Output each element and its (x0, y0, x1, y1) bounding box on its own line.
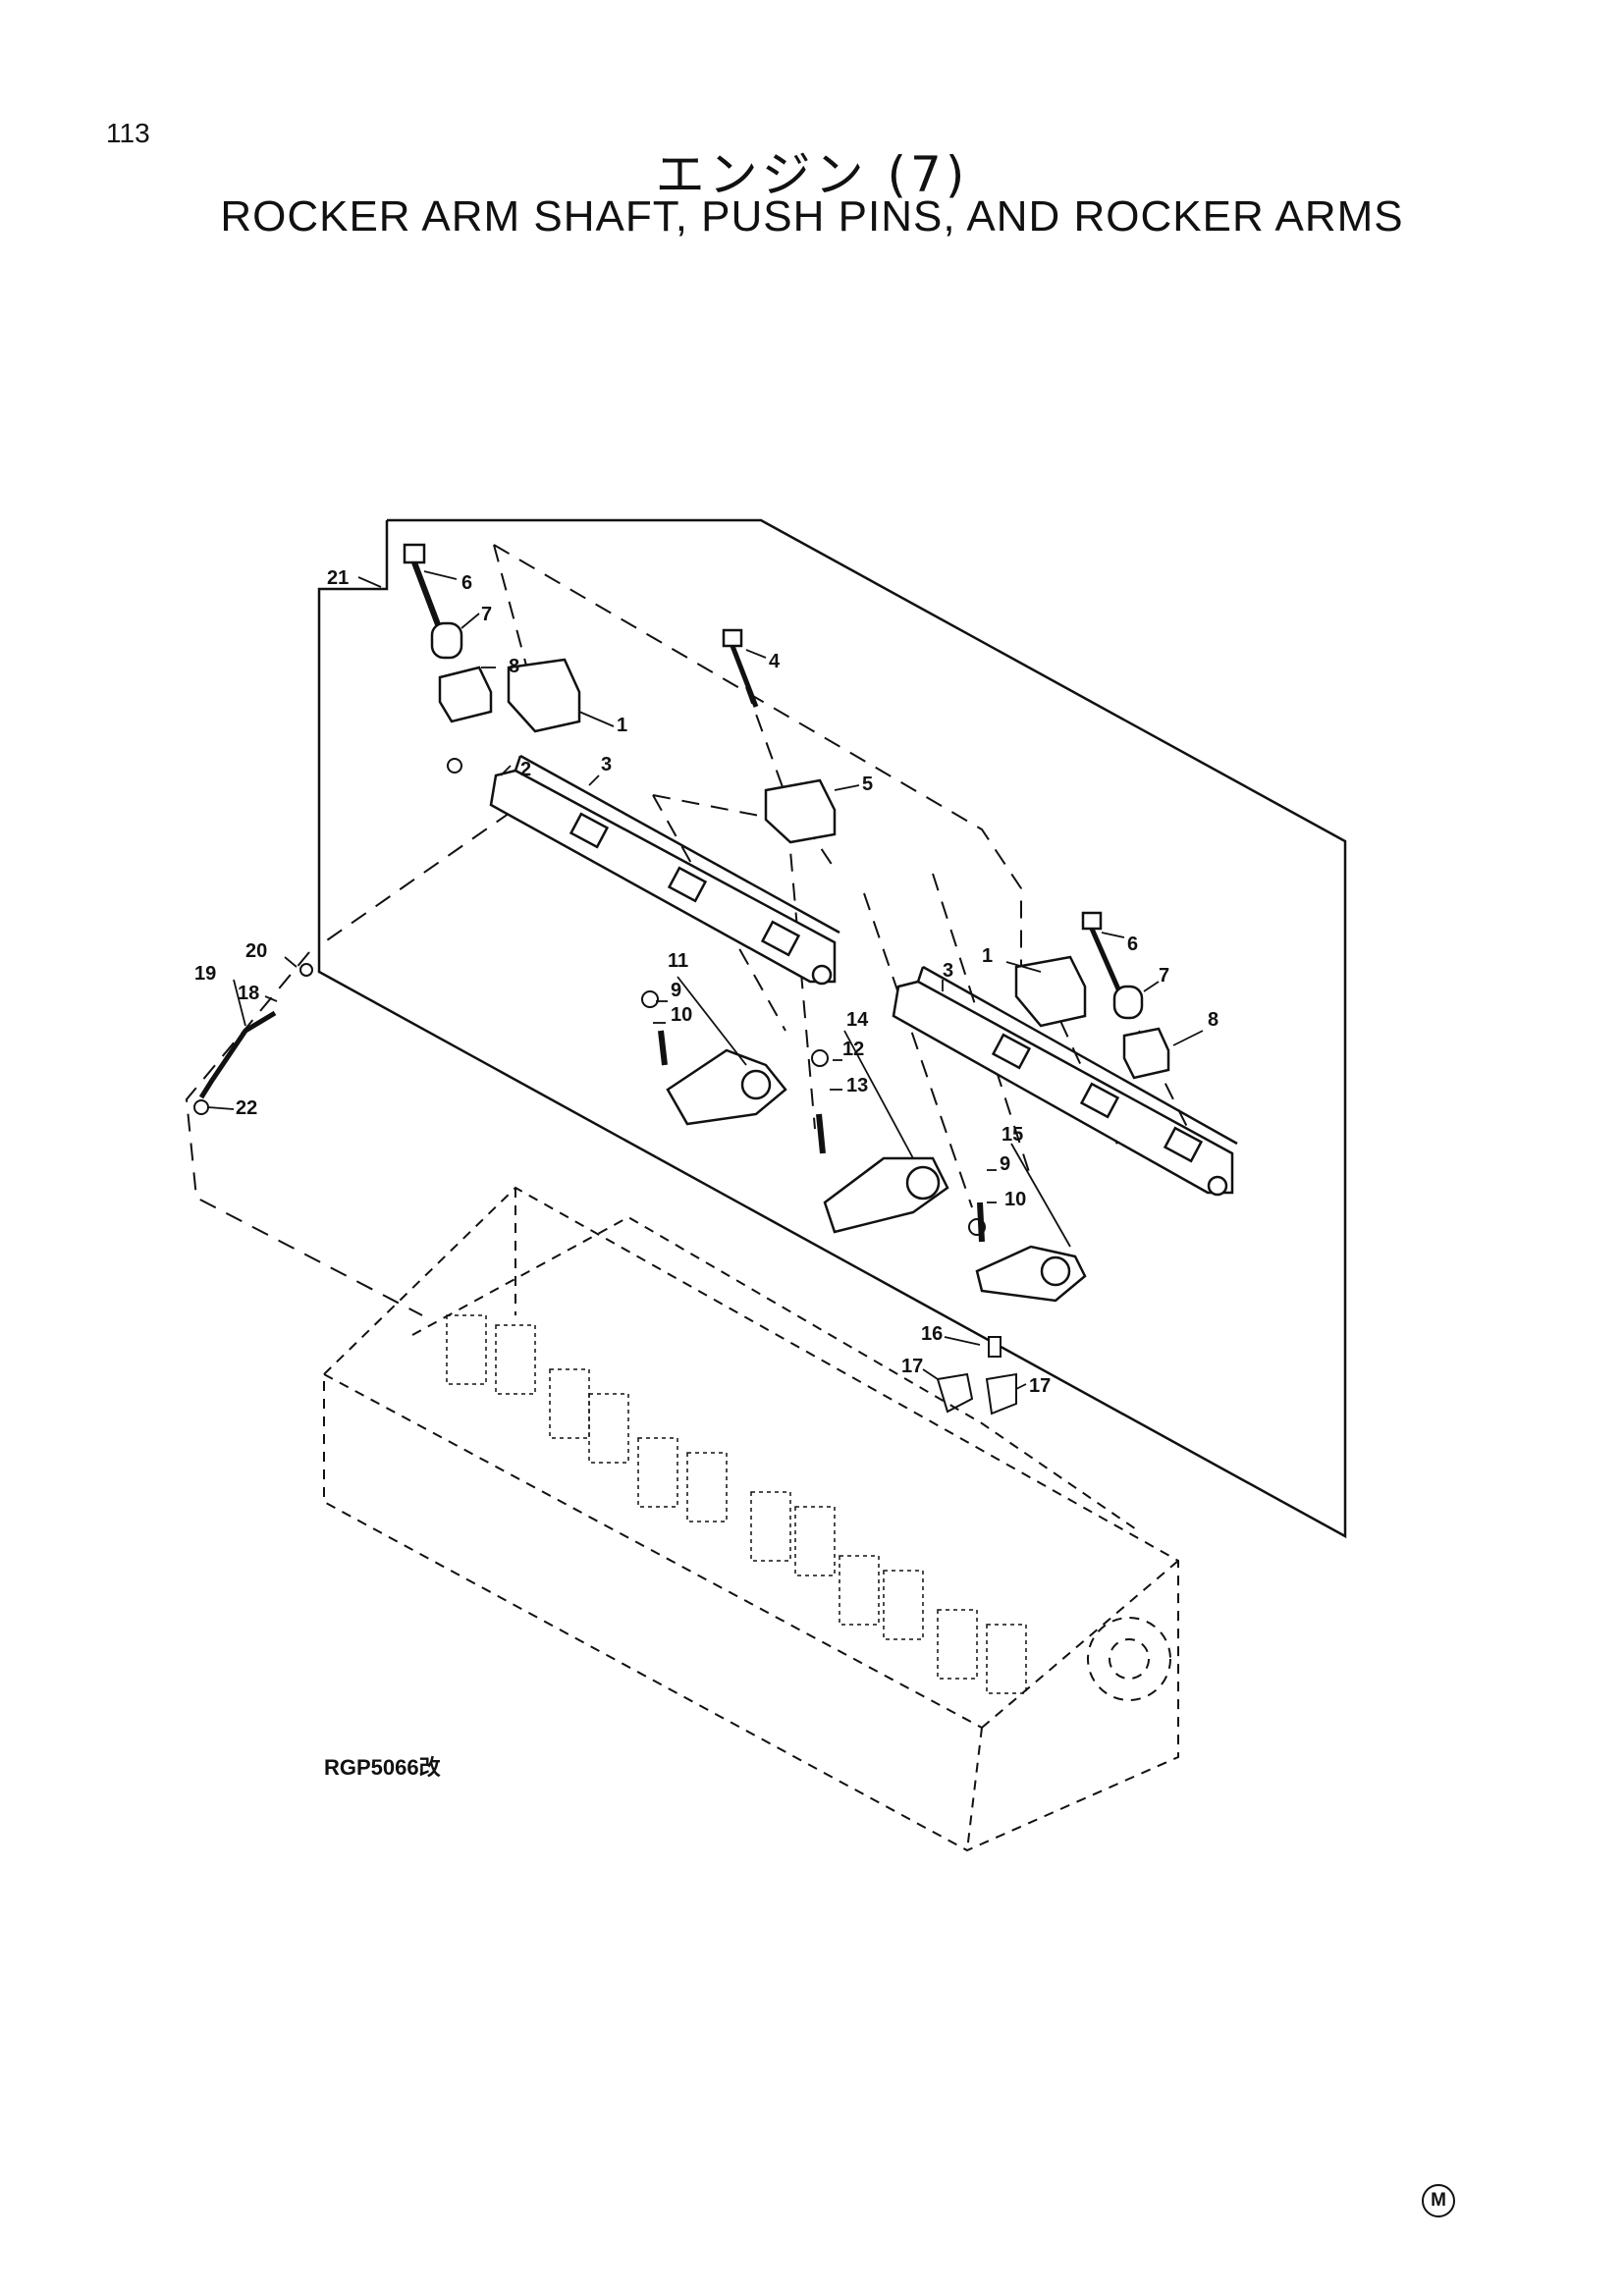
callout-label: 4 (769, 651, 781, 672)
callout-label: 15 (1001, 1124, 1023, 1146)
callout-label: 8 (1208, 1009, 1218, 1031)
callout-label: 6 (461, 572, 472, 594)
valve-spring-group (446, 1314, 1027, 1694)
callout-leader-lines (207, 570, 1204, 1390)
callout-label: 11 (668, 950, 688, 972)
callout-label: 7 (481, 604, 492, 625)
callout-label: 20 (245, 940, 267, 962)
callout-label: 9 (1000, 1153, 1010, 1175)
rocker-arms (666, 1048, 1087, 1303)
callout-label: 5 (862, 774, 873, 795)
callout-label: 18 (238, 983, 259, 1004)
brand-mark: M (1422, 2184, 1455, 2217)
callout-label: 3 (601, 754, 612, 775)
callout-label: 16 (921, 1323, 943, 1345)
assembly-guide-lines (185, 544, 1199, 1316)
callout-label: 12 (842, 1039, 864, 1060)
callout-label: 1 (982, 945, 993, 967)
callout-label: 3 (943, 960, 953, 982)
rocker-arm-shaft-front (489, 754, 840, 986)
callout-label: 8 (509, 656, 519, 677)
callout-label: 14 (846, 1009, 869, 1031)
page-title-japanese: エンジン (7) (655, 146, 969, 203)
callout-label: 17 (1029, 1375, 1051, 1397)
callout-label: 10 (1004, 1189, 1026, 1210)
page-number: 113 (106, 118, 150, 148)
callout-label: 9 (671, 980, 681, 1001)
figure-code: RGP5066改 (324, 1755, 441, 1780)
callout-label: 1 (617, 715, 627, 736)
page-title: ROCKER ARM SHAFT, PUSH PINS, AND ROCKER … (220, 192, 1404, 240)
callout-label: 21 (327, 567, 349, 589)
callout-label: 13 (846, 1075, 868, 1096)
rocker-shaft-brackets (438, 658, 1170, 1080)
callout-label: 22 (236, 1097, 257, 1119)
adjusting-screws-and-nuts (447, 758, 986, 1243)
callout-label: 2 (520, 759, 531, 780)
callout-label: 19 (194, 963, 216, 985)
callout-label: 10 (671, 1004, 692, 1026)
callout-labels: 21 6 7 8 1 2 3 4 5 20 19 18 22 11 9 10 1… (194, 567, 1218, 1397)
shaft-spacers (430, 621, 1144, 1020)
assembly-panel-outline (317, 518, 1347, 1539)
rocker-arm-shaft-rear (892, 965, 1238, 1197)
callout-label: 6 (1127, 934, 1138, 955)
oil-pipe (193, 963, 313, 1115)
callout-label: 17 (901, 1356, 923, 1377)
cylinder-head-outline (323, 1186, 1179, 1852)
push-pins (936, 1336, 1017, 1415)
callout-label: 7 (1159, 965, 1169, 987)
